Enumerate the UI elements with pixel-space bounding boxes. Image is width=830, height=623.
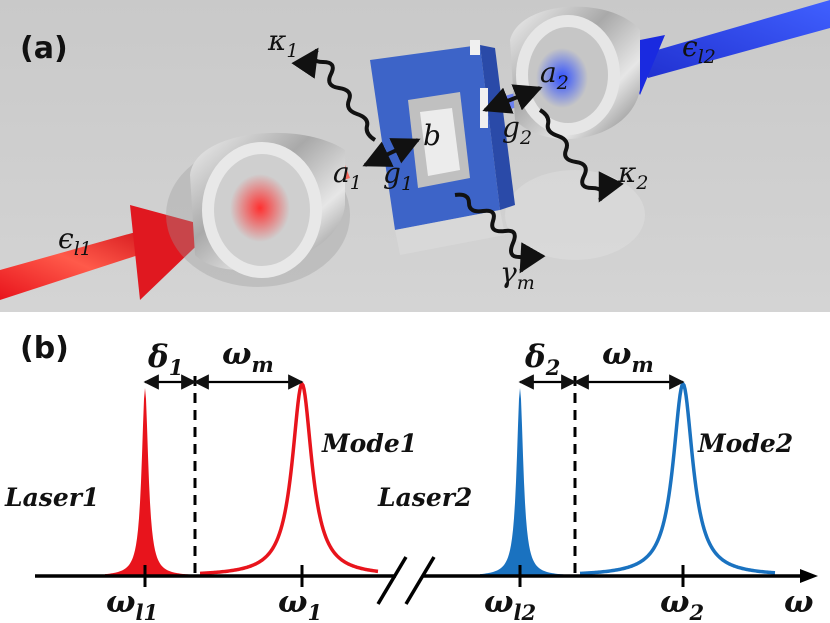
mode2-label: Mode2 xyxy=(697,429,793,458)
laser2-label: Laser2 xyxy=(377,483,472,512)
panel-b-label: (b) xyxy=(20,331,69,366)
gamma-m-label: γm xyxy=(500,256,535,294)
mode1-peak xyxy=(199,381,379,576)
frequency-axis-label: ω xyxy=(784,584,814,620)
omega-l1-tick-label: ωl1 xyxy=(106,584,158,623)
axis-break-mark-1 xyxy=(376,556,408,605)
laser1-peak xyxy=(105,388,190,576)
a2-label: a2 xyxy=(540,56,569,94)
eps-l1-label: ϵl1 xyxy=(58,222,92,260)
panel-b: (b) δ1 ωm δ2 ωm Mode1 Mode2 Laser1 xyxy=(4,331,818,623)
delta1-label: δ1 xyxy=(147,339,183,380)
mechanical-resonator xyxy=(370,40,515,255)
mirror-left xyxy=(166,132,350,287)
omega-m2-label: ωm xyxy=(602,336,654,377)
coupling-arrow-g1 xyxy=(362,138,421,167)
axis-break-gap xyxy=(396,568,422,584)
omega-l2-tick-label: ωl2 xyxy=(484,584,536,623)
axis-break-mark-2 xyxy=(404,556,436,605)
a1-label: a1 xyxy=(333,156,362,194)
b-label: b xyxy=(423,119,441,152)
wavy-line-kappa2 xyxy=(538,108,624,203)
panel-a: (a) κ1 κ2 a1 a2 b g1 g2 γm ϵl1 ϵl2 xyxy=(0,0,830,312)
laser2-peak xyxy=(480,388,565,576)
frequency-axis-arrowhead xyxy=(800,569,818,583)
mode2-peak xyxy=(579,381,776,576)
mode1-label: Mode1 xyxy=(321,429,417,458)
g1-label: g1 xyxy=(383,157,413,195)
wavy-line-kappa1 xyxy=(291,47,377,142)
omega-m1-label: ωm xyxy=(222,336,274,377)
kappa1-label: κ1 xyxy=(267,24,298,62)
delta2-label: δ2 xyxy=(524,339,560,380)
omega-2-tick-label: ω2 xyxy=(660,584,704,623)
coupling-arrow-g2 xyxy=(482,84,543,114)
laser1-label: Laser1 xyxy=(4,483,99,512)
omega-1-tick-label: ω1 xyxy=(278,584,322,623)
g2-label: g2 xyxy=(502,111,532,149)
wavy-line-gamma-m xyxy=(454,192,546,274)
panel-a-label: (a) xyxy=(20,31,68,66)
eps-l2-label: ϵl2 xyxy=(682,30,716,68)
kappa2-label: κ2 xyxy=(617,156,648,194)
